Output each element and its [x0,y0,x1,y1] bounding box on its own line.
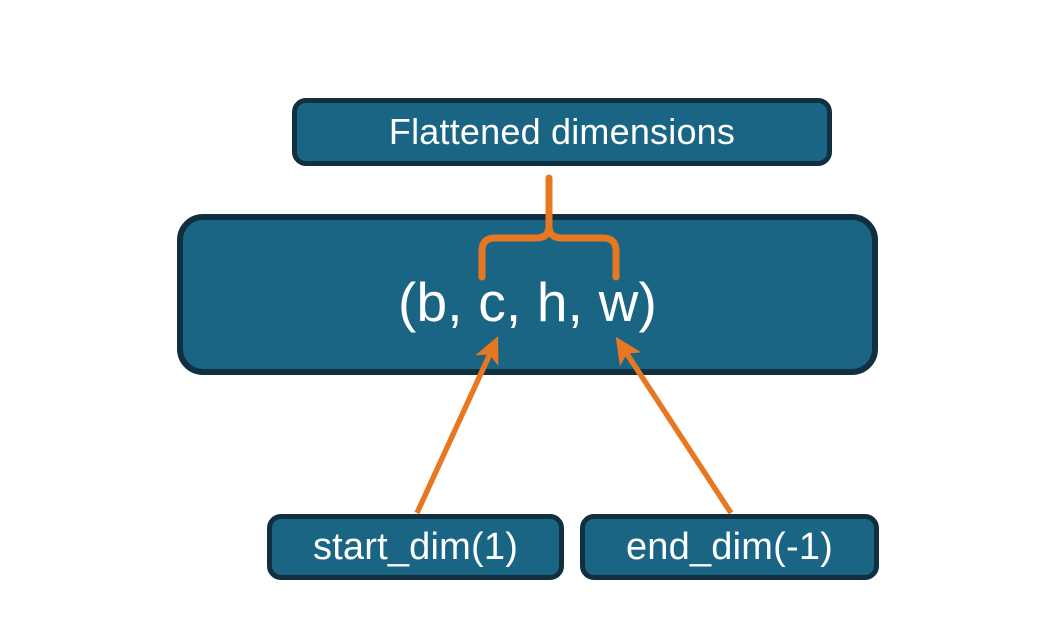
tensor-shape-box: (b, c, h, w) [177,214,878,375]
start-dim-label: start_dim(1) [312,526,519,568]
end-dim-label: end_dim(-1) [625,526,834,568]
start-dim-box: start_dim(1) [267,514,564,580]
end-dim-box: end_dim(-1) [580,514,879,580]
flattened-dimensions-label: Flattened dimensions [388,111,736,152]
tensor-shape-label: (b, c, h, w) [397,271,658,333]
flattened-dimensions-box: Flattened dimensions [292,98,832,166]
